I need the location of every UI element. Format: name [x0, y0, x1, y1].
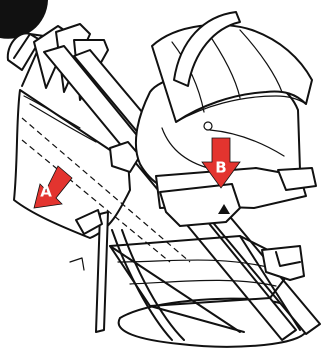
cross-bar [150, 306, 244, 332]
marker-a-label: A [40, 183, 52, 201]
rear-leg-tube-3 [122, 230, 184, 340]
car-seat-foot [278, 168, 316, 190]
rear-leg-tube-2 [112, 230, 172, 340]
stroller-handle-left [8, 33, 40, 70]
marker-b-label: B [215, 159, 226, 177]
car-seat-adapter [160, 184, 240, 226]
seat-bracket-2 [70, 258, 84, 270]
